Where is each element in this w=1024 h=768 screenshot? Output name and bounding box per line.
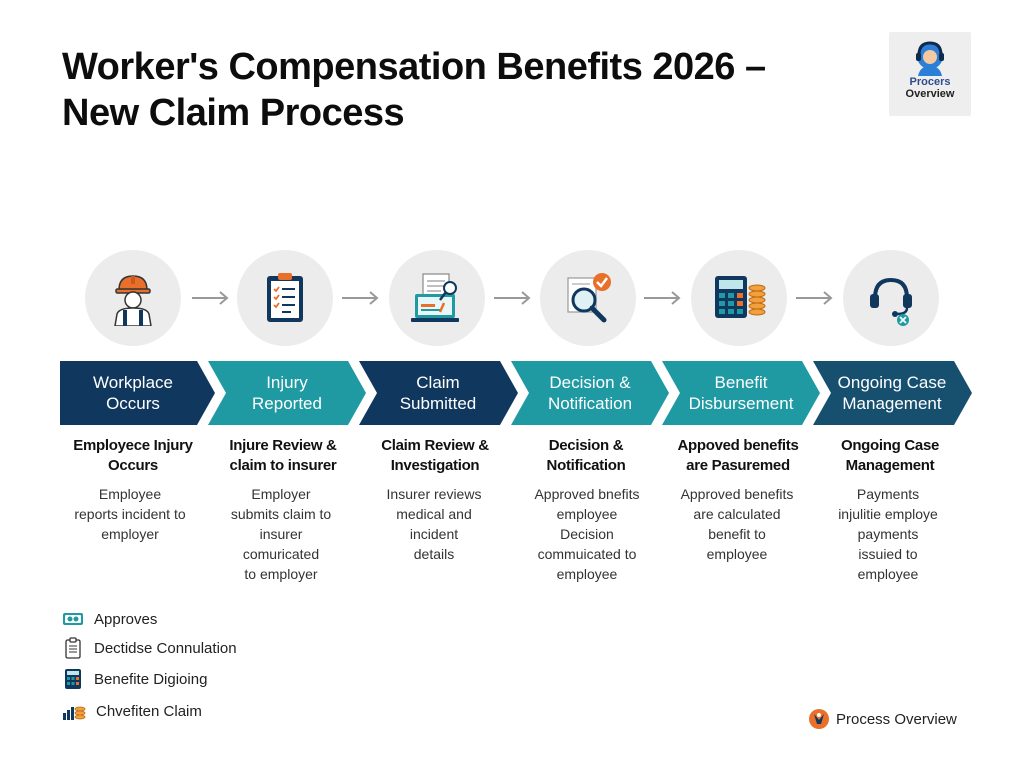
step-title-5: Appoved benefits are Pasuremed [677, 437, 799, 474]
legend-label-1: Approves [94, 610, 158, 628]
chart-coins-icon [63, 706, 86, 720]
step-description-5: Approved benefits are calculated benefit… [680, 486, 794, 562]
arrow-right-icon [342, 291, 379, 305]
footer: Process Overview [808, 708, 957, 730]
step-description-4: Approved bnefits employee Decision commu… [534, 486, 640, 582]
step-icon-circle-4 [540, 250, 636, 346]
cash-icon [63, 613, 83, 625]
arrow-right-icon [192, 291, 229, 305]
laptop-document-icon [411, 273, 459, 322]
legend-item-4: Chvefiten Claim [62, 699, 202, 723]
badge-line-1: Procers [909, 76, 951, 88]
step-title-6: Ongoing Case Management [840, 437, 940, 474]
legend-label-2: Dectidse Connulation [94, 639, 237, 657]
chevron-step-1 [60, 361, 215, 425]
step-icons-row [0, 250, 1024, 346]
step-icon-circle-3 [389, 250, 485, 346]
legend-label-3: Benefite Digioing [94, 670, 208, 688]
chevron-shapes [60, 361, 972, 425]
calculator-coins-icon [715, 276, 766, 318]
footer-label: Process Overview [836, 710, 957, 728]
step-description-3: Insurer reviews medical and incident det… [386, 486, 482, 562]
chevron-label-6: Ongoing Case Management [837, 373, 947, 413]
page-title-line-1: Worker's Compensation Benefits 2026 – [62, 46, 766, 88]
magnifier-check-icon [567, 273, 611, 323]
step-icon-circle-1 [85, 250, 181, 346]
step-icon-circle-6 [843, 250, 939, 346]
chevron-label-3: Claim Submitted [399, 373, 477, 413]
step-title-2: Injure Review & claim to insurer [229, 437, 337, 474]
step-description-6: Payments injulitie employe payments issu… [838, 486, 938, 582]
badge-line-2: Overview [905, 88, 955, 100]
chevron-step-4 [511, 361, 669, 425]
overview-badge: Procers Overview [889, 32, 971, 116]
chevron-step-6 [813, 361, 972, 425]
clipboard-icon [65, 637, 81, 659]
chevron-step-5 [662, 361, 820, 425]
step-icon-circle-2 [237, 250, 333, 346]
chevron-label-2: Injury Reported [252, 373, 322, 413]
legend-item-1: Approves [62, 607, 157, 631]
process-chevron-band: Workplace Occurs Injury Reported Claim S… [60, 361, 972, 425]
chevron-label-1: Workplace Occurs [93, 373, 173, 413]
page-title-line-2: New Claim Process [62, 92, 405, 134]
step-title-3: Claim Review & Investigation [381, 437, 489, 474]
calculator-icon [65, 669, 81, 689]
legend-item-2: Dectidse Connulation [62, 636, 237, 660]
arrow-right-icon [494, 291, 531, 305]
arrow-right-icon [644, 291, 681, 305]
step-description-1: Employee reports incident to employer [74, 486, 186, 542]
arrow-right-icon [796, 291, 833, 305]
page-title: Worker's Compensation Benefits 2026 – Ne… [62, 44, 862, 136]
chevron-label-4: Decision & Notification [547, 373, 633, 413]
chevron-step-3 [359, 361, 518, 425]
chevron-step-2 [208, 361, 366, 425]
clipboard-checklist-icon [267, 273, 303, 322]
legend-label-4: Chvefiten Claim [96, 702, 202, 720]
step-title-4: Decision & Notification [546, 437, 626, 474]
worker-hardhat-icon [114, 275, 152, 326]
step-icon-circle-5 [691, 250, 787, 346]
step-title-1: Employece Injury Occurs [73, 437, 193, 474]
headset-support-icon [870, 277, 912, 326]
step-description-2: Employer submits claim to insurer comuri… [230, 486, 332, 582]
chevron-label-5: Benefit Disbursement [688, 373, 794, 413]
process-logo-icon [809, 709, 829, 729]
legend-item-3: Benefite Digioing [62, 667, 207, 691]
agent-headset-icon [916, 41, 944, 76]
